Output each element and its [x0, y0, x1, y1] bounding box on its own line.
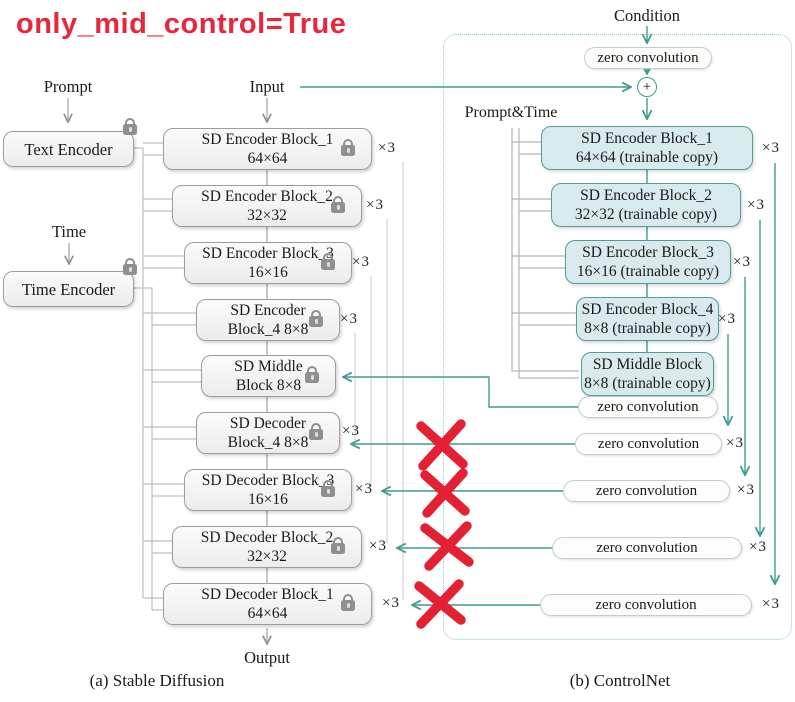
block-size: 8×8 (trainable copy) [584, 320, 711, 337]
lock-icon [331, 196, 345, 213]
condition-label: Condition [613, 6, 680, 25]
sd-middle-block: SD Middle Block 8×8 [201, 355, 336, 397]
multiplier-x3: ×3 [737, 482, 755, 498]
block-size: 64×64 (trainable copy) [575, 149, 719, 166]
prompt-time-label: Prompt&Time [464, 104, 558, 121]
text-encoder-label: Text Encoder [24, 139, 113, 159]
multiplier-x3: ×3 [342, 423, 360, 439]
time-encoder-block: Time Encoder [3, 258, 137, 307]
lock-icon [321, 480, 335, 497]
block-size: 32×32 (trainable copy) [574, 206, 718, 223]
cross-out-x-marks [414, 419, 474, 629]
lock-icon [341, 594, 355, 611]
trainable-encoder-block-4: SD Encoder Block_4 8×8 (trainable copy) [576, 297, 719, 341]
left-skip-connections [354, 162, 404, 600]
left-chain-lines [68, 98, 267, 643]
zero-convolution-row: zero convolution [552, 537, 742, 559]
right-prompt-time-rails [511, 128, 579, 379]
block-size: 16×16 (trainable copy) [576, 263, 720, 280]
block-size: 64×64 [247, 605, 288, 622]
multiplier-x3: ×3 [726, 435, 744, 451]
sd-decoder-block-2: SD Decoder Block_2 32×32 [172, 526, 362, 568]
block-size: 16×16 [248, 264, 288, 281]
caption-controlnet: (b) ControlNet [569, 671, 671, 690]
caption-stable-diffusion: (a) Stable Diffusion [89, 671, 225, 690]
time-label: Time [51, 222, 87, 241]
block-title: SD Encoder Block_3 [202, 245, 334, 262]
trainable-encoder-block-3: SD Encoder Block_3 16×16 (trainable copy… [565, 240, 731, 284]
lock-icon [309, 310, 323, 327]
lock-icon [123, 258, 137, 275]
block-size: 8×8 (trainable copy) [584, 375, 711, 392]
lock-icon [305, 366, 319, 383]
multiplier-x3: ×3 [747, 197, 765, 213]
multiplier-x3: ×3 [355, 481, 373, 497]
zero-convolution-row: zero convolution [540, 594, 752, 616]
input-label: Input [249, 77, 285, 96]
sd-decoder-block-4: SD Decoder Block_4 8×8 [196, 412, 340, 454]
block-title: SD Encoder Block_2 [580, 187, 712, 204]
multiplier-x3: ×3 [382, 595, 400, 611]
sd-decoder-block-3: SD Decoder Block_3 16×16 [184, 469, 352, 511]
lock-icon [321, 253, 335, 270]
block-size: 32×32 [247, 548, 287, 565]
block-size: Block_4 8×8 [227, 434, 309, 451]
lock-icon [331, 537, 345, 554]
lock-icon [309, 423, 323, 440]
block-title: SD Decoder Block_1 [201, 586, 334, 603]
time-encoder-label: Time Encoder [21, 279, 116, 299]
block-title: SD Decoder [229, 415, 307, 432]
block-title: SD Encoder Block_4 [581, 301, 714, 318]
lock-icon [341, 139, 355, 156]
block-size: Block 8×8 [235, 377, 302, 394]
multiplier-x3: ×3 [369, 538, 387, 554]
multiplier-x3: ×3 [733, 254, 751, 270]
text-encoder-block: Text Encoder [3, 118, 137, 167]
block-size: 64×64 [247, 150, 288, 167]
block-size: 32×32 [247, 207, 287, 224]
controlnet-dashed-boundary [443, 34, 792, 640]
zero-convolution-top: zero convolution [584, 47, 712, 69]
zero-convolution-row: zero convolution [575, 433, 722, 455]
sd-encoder-block-2: SD Encoder Block_2 32×32 [172, 185, 362, 227]
block-title: SD Encoder Block_2 [201, 188, 333, 205]
zero-convolution-row: zero convolution [563, 480, 730, 502]
multiplier-x3: ×3 [340, 311, 358, 327]
trainable-middle-block: SD Middle Block 8×8 (trainable copy) [581, 352, 714, 396]
block-size: 16×16 [248, 491, 288, 508]
multiplier-x3: ×3 [378, 140, 396, 156]
trainable-encoder-block-1: SD Encoder Block_1 64×64 (trainable copy… [541, 126, 753, 170]
multiplier-x3: ×3 [718, 311, 736, 327]
block-title: SD Encoder [230, 302, 306, 319]
multiplier-x3: ×3 [366, 197, 384, 213]
add-junction: + [637, 77, 657, 97]
multiplier-x3: ×3 [749, 539, 767, 555]
block-title: SD Encoder Block_3 [582, 244, 714, 261]
page-title: only_mid_control=True [16, 8, 347, 40]
block-title: SD Decoder Block_3 [201, 472, 335, 489]
multiplier-x3: ×3 [352, 254, 370, 270]
block-size: Block_4 8×8 [227, 321, 309, 338]
block-title: SD Encoder Block_1 [581, 130, 713, 147]
sd-encoder-block-4: SD Encoder Block_4 8×8 [196, 299, 340, 341]
block-title: SD Middle [234, 358, 303, 375]
trainable-encoder-block-2: SD Encoder Block_2 32×32 (trainable copy… [551, 183, 741, 227]
sd-encoder-block-1: SD Encoder Block_1 64×64 [163, 128, 372, 170]
sd-decoder-block-1: SD Decoder Block_1 64×64 [163, 583, 372, 625]
sd-encoder-block-3: SD Encoder Block_3 16×16 [184, 242, 352, 284]
left-condition-rails [134, 142, 201, 611]
multiplier-x3: ×3 [762, 140, 780, 156]
block-title: SD Middle Block [592, 356, 703, 373]
teal-signal-lines [300, 26, 775, 605]
multiplier-x3: ×3 [762, 596, 780, 612]
block-title: SD Encoder Block_1 [201, 131, 334, 148]
prompt-label: Prompt [43, 77, 93, 96]
output-label: Output [244, 648, 290, 667]
block-title: SD Decoder Block_2 [200, 529, 334, 546]
zero-convolution-middle: zero convolution [578, 396, 718, 418]
lock-icon [123, 118, 137, 135]
